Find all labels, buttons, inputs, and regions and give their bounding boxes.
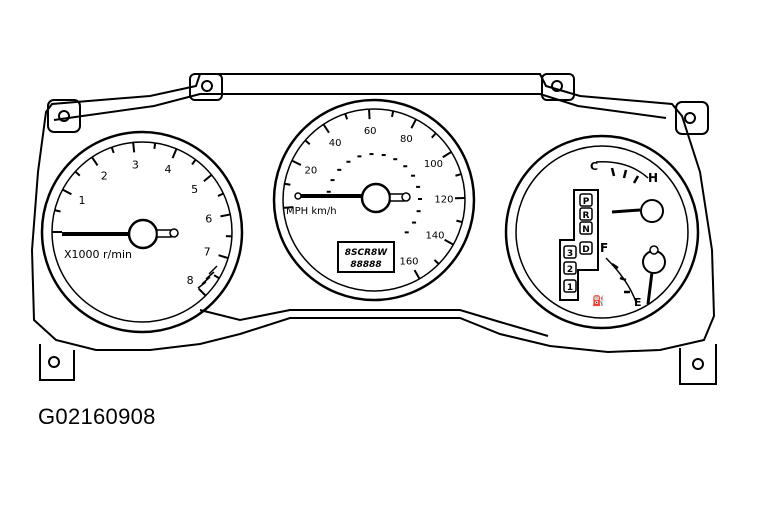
- tachometer-tick: [63, 190, 72, 195]
- kmh-mark: [393, 158, 397, 160]
- tachometer-label: 5: [191, 183, 198, 196]
- tachometer-label: 2: [101, 169, 108, 182]
- speedometer-label: 100: [424, 159, 443, 170]
- prndl-letter: N: [582, 225, 590, 235]
- tachometer-tick: [154, 143, 155, 149]
- temperature-hub: [641, 200, 663, 222]
- tachometer-tick: [218, 194, 223, 197]
- temperature-high-label: H: [648, 171, 658, 185]
- fuel-scale-arc: [606, 258, 636, 302]
- tachometer-tick: [173, 149, 177, 158]
- tachometer: 1 2 3 4 5 6 7 8 X1000 r/min: [42, 132, 242, 332]
- tachometer-label: 3: [132, 158, 139, 171]
- speedometer-tick: [432, 133, 436, 137]
- speedometer-label: 80: [400, 134, 413, 145]
- speedometer-hub: [362, 184, 390, 212]
- prndl-letter: 1: [567, 283, 573, 293]
- tachometer-tick: [55, 210, 61, 211]
- odometer-line-1: 8SCR8W: [345, 248, 389, 258]
- speedometer-label: 120: [434, 194, 453, 205]
- coolant-temp-icon: ⚊: [618, 202, 628, 215]
- fuel-full-label: F: [600, 241, 608, 255]
- kmh-mark: [412, 222, 416, 224]
- figure-id: G02160908: [38, 404, 156, 430]
- speedometer-tick: [369, 109, 370, 119]
- temperature-ticks: [612, 168, 638, 183]
- kmh-mark: [405, 231, 409, 233]
- kmh-mark: [418, 198, 422, 200]
- fuel-pump-icon: ⛽: [592, 294, 604, 307]
- kmh-mark: [411, 175, 415, 177]
- tachometer-tick: [204, 175, 212, 181]
- speedometer-tick: [456, 221, 462, 222]
- tachometer-label: 1: [79, 194, 86, 207]
- kmh-mark: [382, 154, 386, 156]
- odometer-line-2: 88888: [350, 260, 381, 270]
- kmh-mark: [416, 186, 420, 188]
- speedometer-label: 20: [305, 166, 318, 177]
- kmh-mark: [417, 210, 421, 212]
- tachometer-tick: [220, 214, 230, 216]
- speedometer-label: 60: [364, 126, 377, 137]
- fuel-needle: [648, 272, 652, 304]
- speedometer-tick: [392, 111, 393, 117]
- temperature-needle: [612, 210, 640, 212]
- tachometer-unit-label: X1000 r/min: [64, 248, 132, 261]
- speedometer-tick: [323, 124, 329, 132]
- kmh-mark: [346, 161, 350, 163]
- speedometer-unit-label: MPH km/h: [286, 206, 337, 217]
- speedometer: 20 40 60 80 100 120 140 160 MPH km/h 8SCR8W 888…: [274, 100, 474, 300]
- speedometer-tick: [443, 152, 451, 157]
- kmh-mark: [369, 153, 373, 155]
- speedometer-label: 40: [329, 138, 342, 149]
- tachometer-tick: [214, 275, 219, 278]
- tachometer-tick: [192, 160, 196, 165]
- speedometer-tick: [434, 260, 438, 264]
- kmh-mark: [327, 191, 331, 193]
- speedometer-tick: [292, 161, 301, 165]
- prndl-letter: D: [582, 245, 589, 255]
- speedometer-tick: [411, 119, 416, 128]
- tachometer-tick: [219, 255, 229, 258]
- speedometer-label: 160: [399, 257, 418, 268]
- tachometer-tick: [112, 147, 114, 153]
- tachometer-label: 6: [205, 213, 212, 226]
- tachometer-label: 4: [165, 163, 172, 176]
- prndl-letter: 2: [567, 265, 573, 275]
- tachometer-tick: [92, 157, 98, 165]
- speedometer-tick: [415, 270, 420, 279]
- cluster-housing: [32, 74, 714, 352]
- kmh-mark: [331, 179, 335, 181]
- fuel-empty-label: E: [634, 296, 642, 309]
- tachometer-tick: [133, 142, 134, 152]
- kmh-mark: [357, 155, 361, 157]
- tachometer-label: 8: [187, 274, 194, 287]
- speedometer-label: 140: [425, 230, 444, 241]
- tachometer-hub: [129, 220, 157, 248]
- speedometer-tick: [445, 240, 454, 245]
- tachometer-tick: [199, 289, 206, 296]
- tachometer-label: 7: [204, 246, 211, 259]
- prndl-letter: 3: [567, 249, 573, 259]
- prndl-letter: P: [583, 197, 590, 207]
- kmh-mark: [337, 169, 341, 171]
- speedometer-tick: [305, 140, 310, 144]
- prndl-letter: R: [583, 211, 590, 221]
- kmh-mark: [403, 165, 407, 167]
- speedometer-tick: [455, 174, 461, 176]
- speedometer-tick: [284, 184, 290, 185]
- tachometer-tick: [75, 172, 79, 176]
- temperature-scale-arc: [596, 162, 648, 178]
- temperature-low-label: C: [590, 160, 598, 173]
- speedometer-tick: [345, 114, 347, 120]
